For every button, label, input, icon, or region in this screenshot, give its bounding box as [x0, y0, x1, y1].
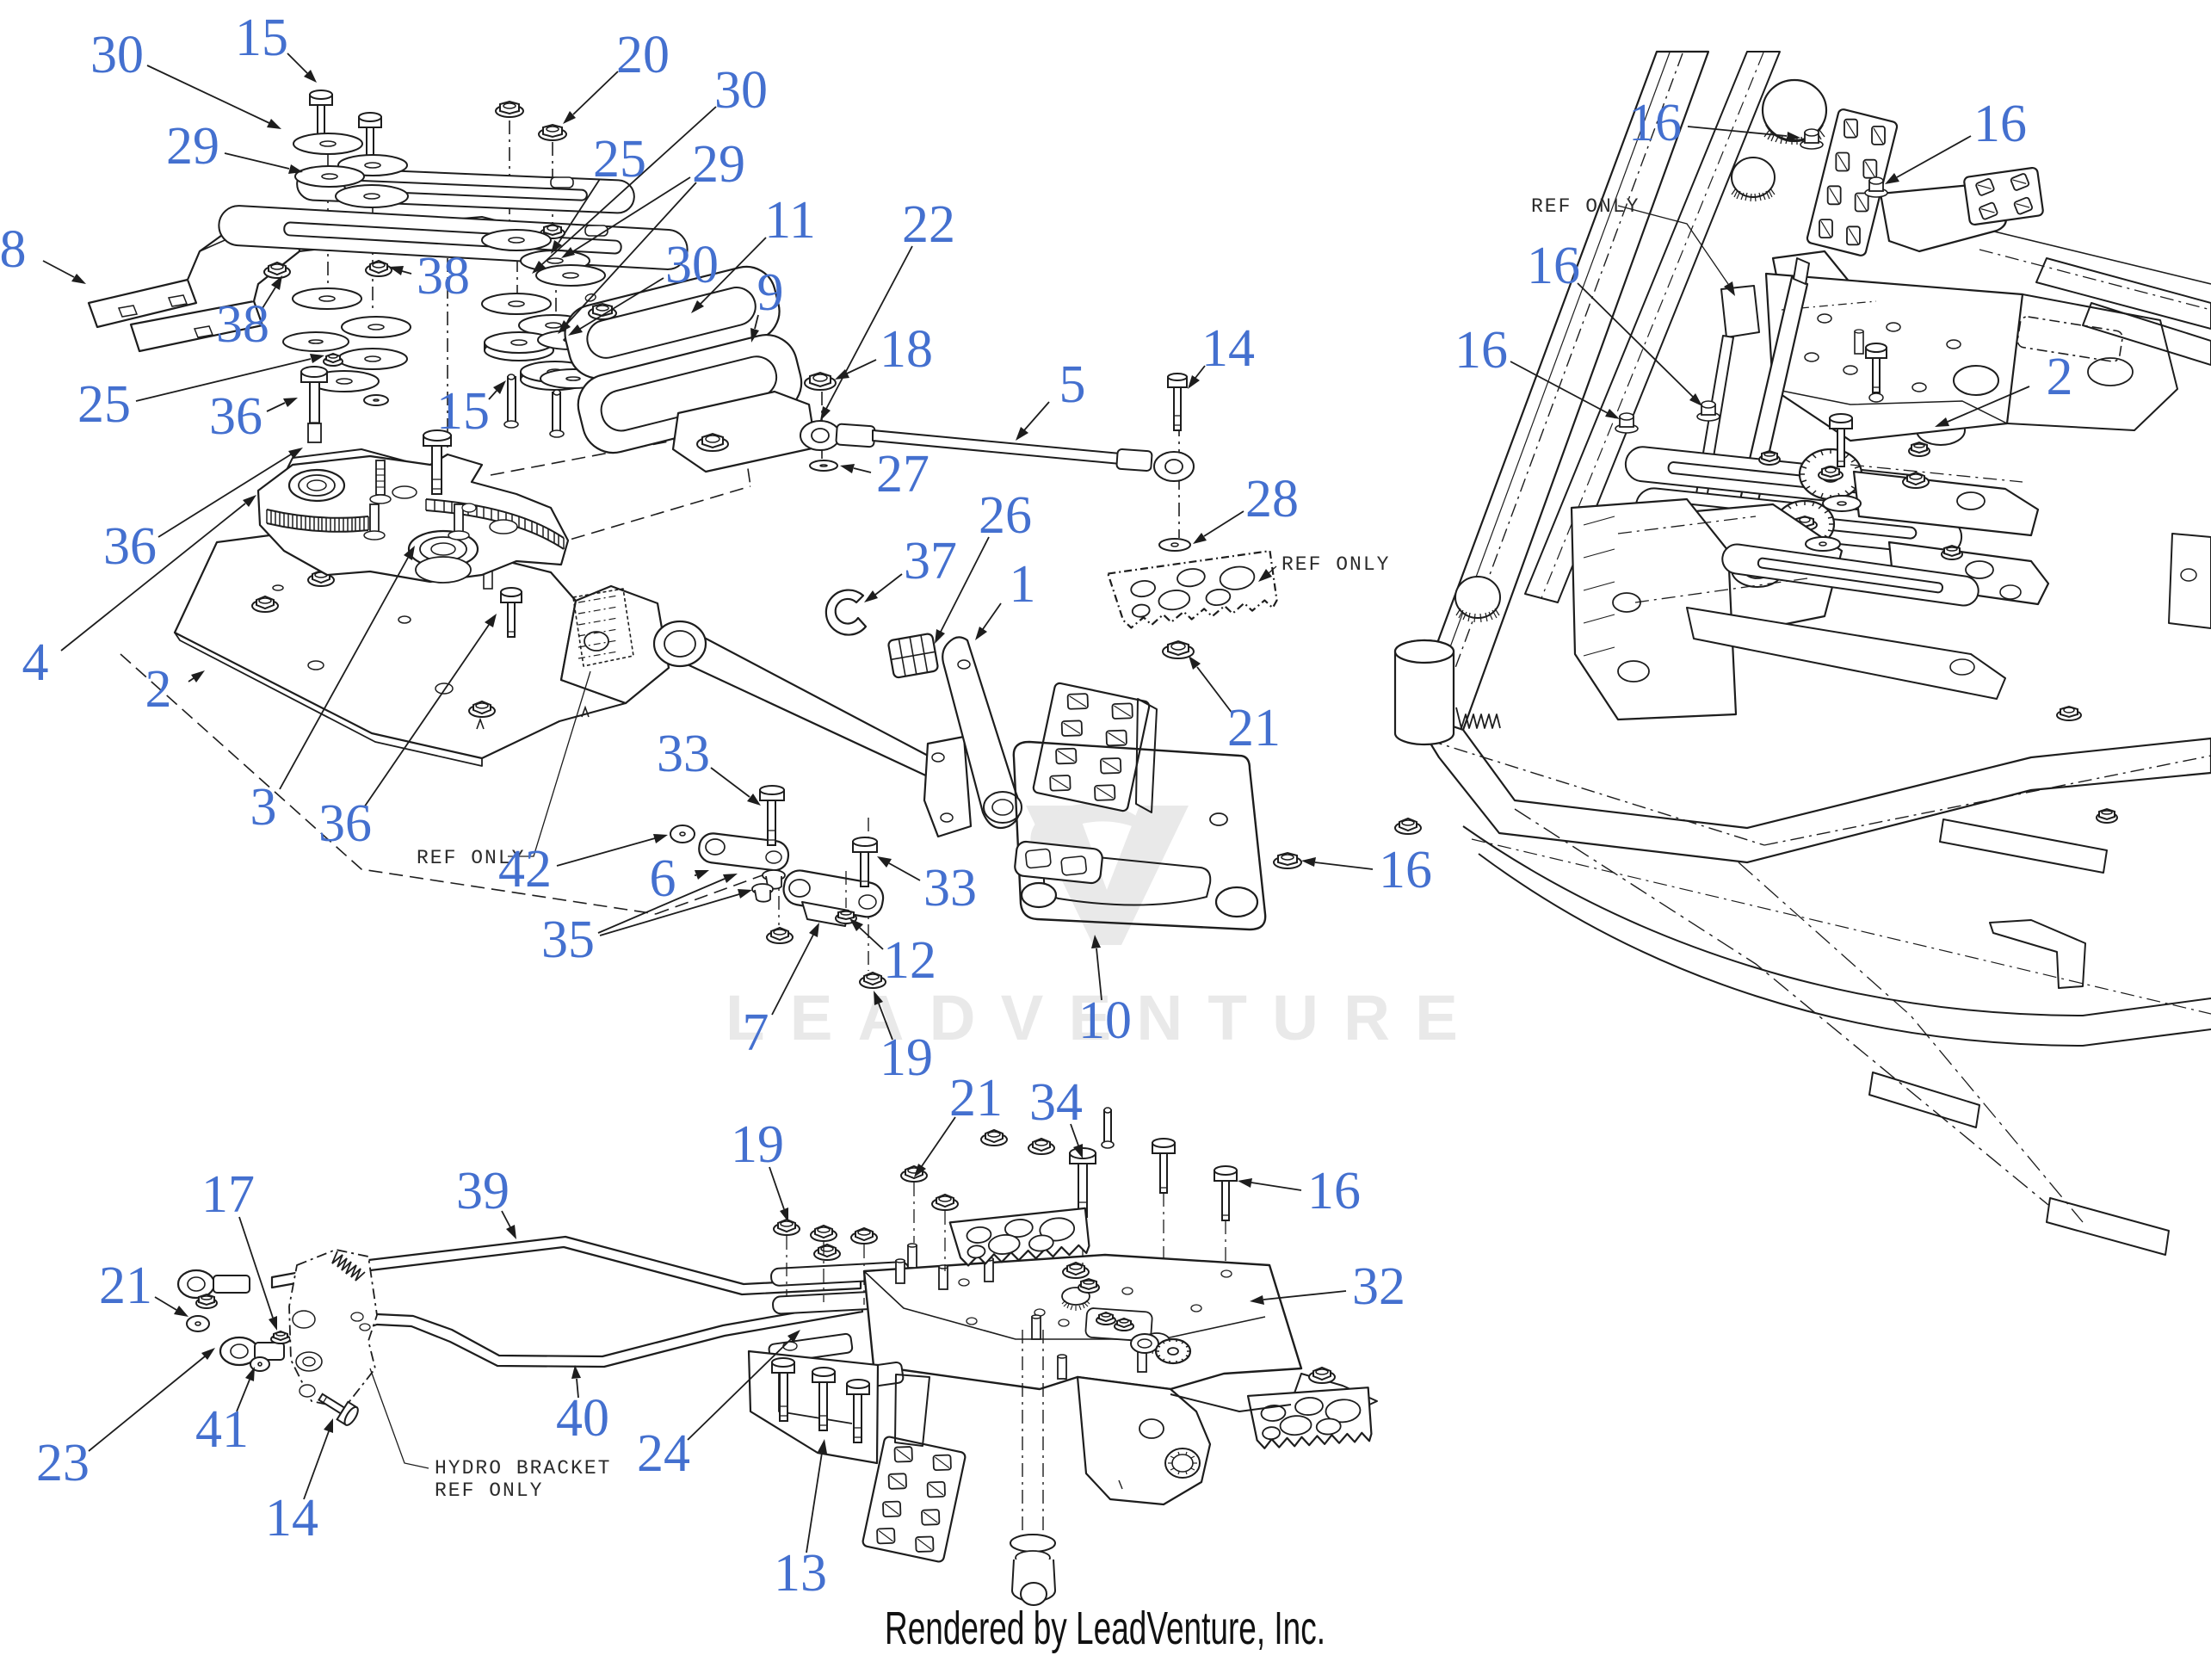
- svg-text:21: 21: [99, 1257, 152, 1315]
- svg-text:16: 16: [1379, 841, 1432, 899]
- svg-text:12: 12: [883, 931, 936, 990]
- svg-text:8: 8: [0, 220, 27, 279]
- svg-text:34: 34: [1029, 1073, 1083, 1132]
- svg-text:19: 19: [880, 1028, 933, 1087]
- svg-text:25: 25: [593, 130, 646, 188]
- svg-text:21: 21: [949, 1069, 1003, 1127]
- svg-text:26: 26: [979, 486, 1032, 545]
- svg-text:10: 10: [1078, 991, 1132, 1050]
- svg-text:23: 23: [36, 1434, 90, 1492]
- svg-text:30: 30: [90, 26, 144, 84]
- svg-text:16: 16: [1307, 1162, 1361, 1220]
- svg-text:16: 16: [1973, 95, 2027, 153]
- svg-text:19: 19: [731, 1115, 784, 1174]
- svg-text:16: 16: [1628, 94, 1682, 152]
- svg-text:38: 38: [216, 295, 269, 354]
- svg-text:13: 13: [774, 1544, 827, 1603]
- svg-text:15: 15: [436, 382, 490, 441]
- svg-text:41: 41: [195, 1400, 249, 1459]
- svg-text:30: 30: [714, 61, 768, 120]
- svg-text:LEADVENTURE: LEADVENTURE: [726, 982, 1483, 1053]
- svg-text:14: 14: [265, 1489, 318, 1547]
- svg-text:25: 25: [77, 375, 131, 434]
- svg-text:2: 2: [2047, 348, 2073, 406]
- svg-text:42: 42: [498, 840, 552, 899]
- svg-text:16: 16: [1454, 321, 1508, 380]
- svg-text:24: 24: [637, 1424, 690, 1483]
- svg-text:15: 15: [235, 9, 288, 67]
- svg-text:29: 29: [166, 117, 219, 176]
- svg-text:REF ONLY: REF ONLY: [1282, 553, 1390, 576]
- svg-text:16: 16: [1527, 237, 1580, 295]
- svg-text:5: 5: [1059, 355, 1086, 414]
- svg-text:33: 33: [923, 859, 977, 917]
- svg-text:30: 30: [665, 236, 719, 294]
- svg-text:REF ONLY: REF ONLY: [1531, 195, 1640, 218]
- svg-text:40: 40: [556, 1389, 609, 1448]
- svg-text:4: 4: [22, 633, 49, 692]
- svg-text:14: 14: [1201, 319, 1255, 378]
- svg-text:36: 36: [318, 794, 372, 853]
- svg-text:3: 3: [250, 778, 277, 837]
- svg-text:29: 29: [692, 135, 745, 194]
- svg-text:39: 39: [456, 1162, 510, 1220]
- svg-text:36: 36: [103, 517, 157, 576]
- svg-text:33: 33: [657, 725, 710, 783]
- svg-text:36: 36: [209, 387, 262, 446]
- svg-text:9: 9: [757, 263, 784, 322]
- svg-text:32: 32: [1352, 1257, 1405, 1316]
- svg-text:22: 22: [902, 195, 955, 254]
- svg-text:37: 37: [904, 532, 957, 590]
- svg-text:6: 6: [650, 849, 676, 908]
- svg-text:20: 20: [616, 26, 670, 84]
- svg-text:21: 21: [1227, 699, 1281, 757]
- svg-text:REF ONLY: REF ONLY: [435, 1479, 543, 1502]
- svg-text:2: 2: [145, 660, 172, 719]
- svg-text:HYDRO BRACKET: HYDRO BRACKET: [435, 1457, 611, 1479]
- svg-text:38: 38: [417, 247, 470, 306]
- svg-text:17: 17: [201, 1165, 255, 1224]
- svg-text:7: 7: [743, 1004, 769, 1062]
- svg-text:35: 35: [541, 911, 595, 969]
- svg-text:1: 1: [1010, 555, 1036, 614]
- svg-text:28: 28: [1245, 470, 1299, 528]
- svg-text:Rendered by LeadVenture, Inc.: Rendered by LeadVenture, Inc.: [885, 1603, 1325, 1654]
- svg-text:REF ONLY: REF ONLY: [417, 847, 525, 869]
- svg-text:11: 11: [764, 191, 816, 250]
- svg-text:27: 27: [876, 445, 929, 503]
- svg-text:18: 18: [880, 320, 933, 379]
